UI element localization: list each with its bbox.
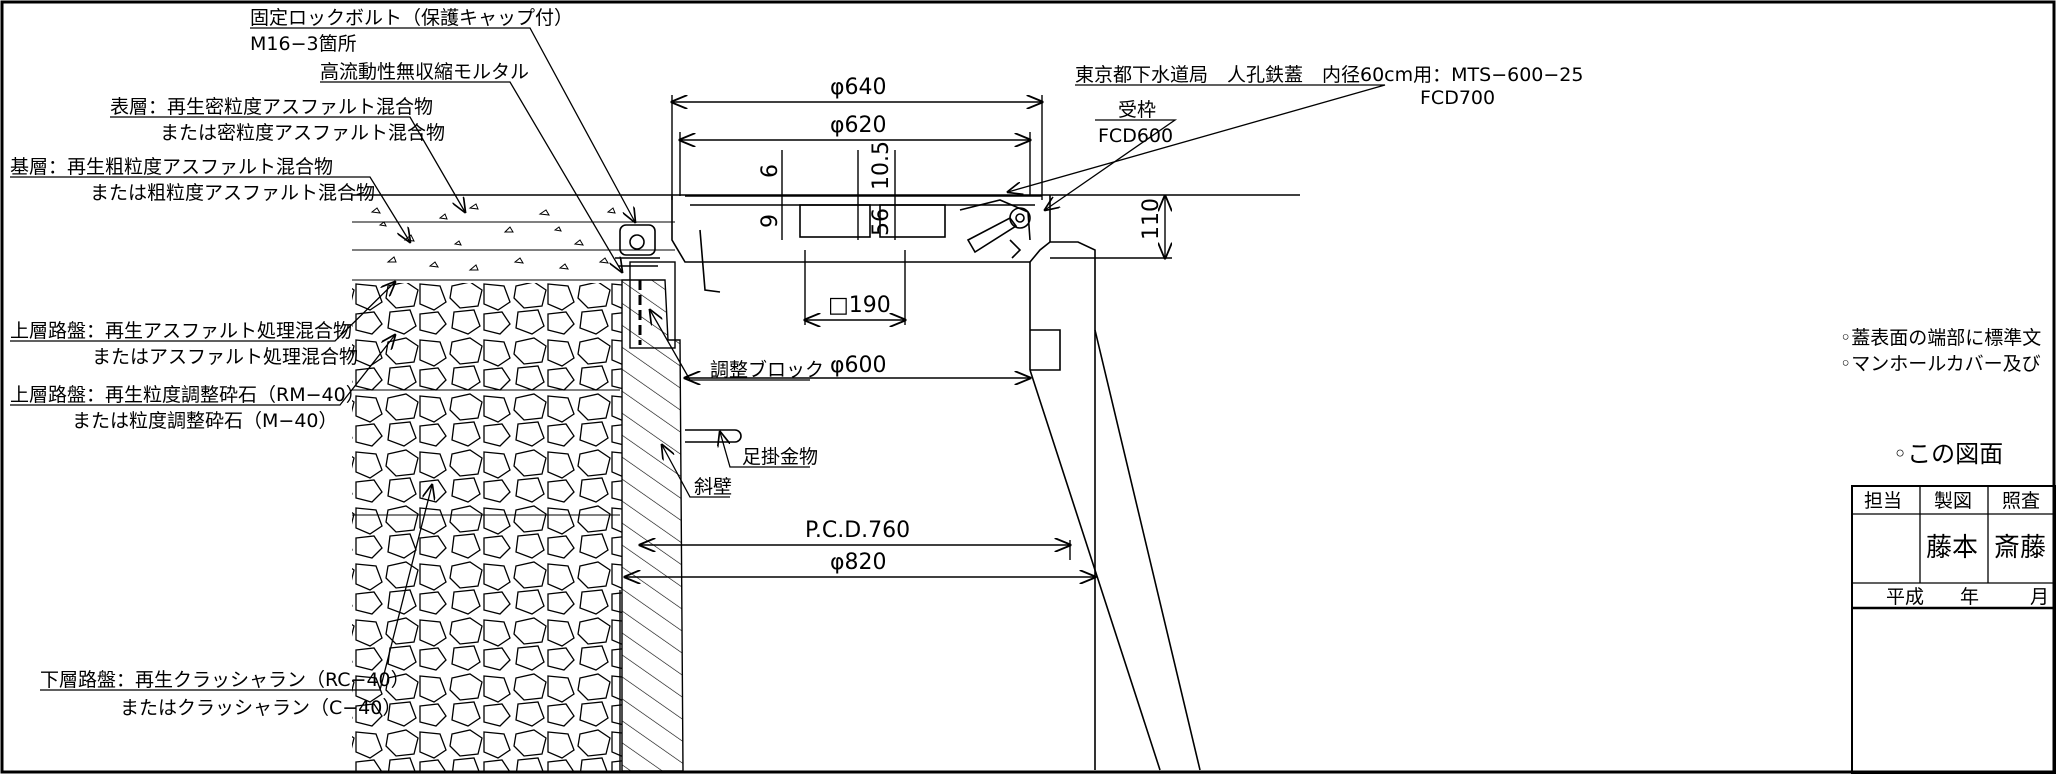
- slope-wall-label: 斜壁: [694, 476, 732, 498]
- adjust-block-label: 調整ブロック: [710, 358, 824, 381]
- dim-10-5: 10.5: [869, 141, 894, 190]
- dim-640: φ640: [830, 75, 887, 100]
- mortar-label: 高流動性無収縮モルタル: [320, 61, 529, 83]
- upper-course-b-label: 上層路盤：再生粒度調整砕石（RM−40）: [10, 384, 365, 406]
- checker-name: 斎藤: [1994, 533, 2046, 563]
- surface-layer-alt-label: または密粒度アスファルト混合物: [160, 122, 445, 144]
- note-2: ◦マンホールカバー及び: [1840, 353, 2041, 375]
- surface-layer-label: 表層：再生密粒度アスファルト混合物: [110, 96, 433, 118]
- year-label: 年: [1960, 586, 1979, 608]
- dim-600: φ600: [830, 353, 887, 378]
- title-block-col-drafting: 製図: [1934, 490, 1972, 512]
- adjust-block: [629, 261, 676, 349]
- bolt-count-label: M16−3箇所: [250, 33, 357, 55]
- dim-110: 110: [1139, 198, 1164, 240]
- upper-course-b-alt-label: または粒度調整砕石（M−40）: [72, 410, 338, 432]
- slope-wall: [619, 279, 684, 772]
- dim-620: φ620: [830, 113, 887, 138]
- lock-bolt: [615, 224, 660, 267]
- pavement-layers: [352, 194, 1300, 771]
- dim-9: 9: [758, 214, 783, 228]
- dim-sq190: □190: [828, 293, 891, 318]
- frame-material-label: FCD600: [1098, 125, 1173, 147]
- frame-label: 受枠: [1118, 99, 1156, 121]
- step-label: 足掛金物: [742, 446, 818, 468]
- lower-course-label: 下層路盤：再生クラッシャラン（RC−40）: [40, 669, 410, 691]
- dim-56: 56: [869, 208, 894, 236]
- drafter-name: 藤本: [1926, 533, 1978, 563]
- month-label: 月: [2030, 586, 2049, 608]
- manhole-frame: [671, 195, 1201, 771]
- leader-lines: [10, 27, 1386, 691]
- base-layer-label: 基層：再生粗粒度アスファルト混合物: [10, 156, 333, 178]
- note-1: ◦蓋表面の端部に標準文: [1840, 327, 2041, 349]
- dim-820: φ820: [830, 550, 887, 575]
- lower-course-alt-label: またはクラッシャラン（C−40）: [120, 697, 401, 719]
- cover-material-label: FCD700: [1420, 87, 1495, 109]
- title-block-col-check: 照査: [2002, 490, 2040, 512]
- callout-labels: 固定ロックボルト（保護キャップ付） M16−3箇所 高流動性無収縮モルタル 表層…: [10, 7, 1583, 719]
- upper-course-a-label: 上層路盤：再生アスファルト処理混合物: [10, 320, 352, 342]
- note-3: ◦この図面: [1893, 440, 2003, 468]
- cover-label: 東京都下水道局 人孔鉄蓋 内径60cm用：MTS−600−25: [1075, 64, 1583, 86]
- dimension-lines: [625, 95, 1172, 577]
- asphalt-aggregate-marks: [370, 203, 616, 271]
- era-label: 平成: [1886, 586, 1924, 608]
- dim-6: 6: [758, 164, 783, 178]
- dim-pcd: P.C.D.760: [805, 518, 910, 543]
- upper-course-a-alt-label: またはアスファルト処理混合物: [92, 346, 358, 368]
- crushed-stone-layer: [352, 283, 622, 771]
- base-layer-alt-label: または粗粒度アスファルト混合物: [90, 182, 375, 204]
- title-block: 担当 製図 照査 藤本 斎藤 平成 年 月: [1851, 485, 2056, 774]
- notes: ◦蓋表面の端部に標準文 ◦マンホールカバー及び ◦この図面: [1840, 327, 2041, 468]
- title-block-col-charge: 担当: [1864, 490, 1902, 512]
- dimension-labels: φ640 φ620 φ600 P.C.D.760 φ820 □190 110 6…: [758, 75, 1164, 575]
- bolt-label: 固定ロックボルト（保護キャップ付）: [250, 7, 573, 29]
